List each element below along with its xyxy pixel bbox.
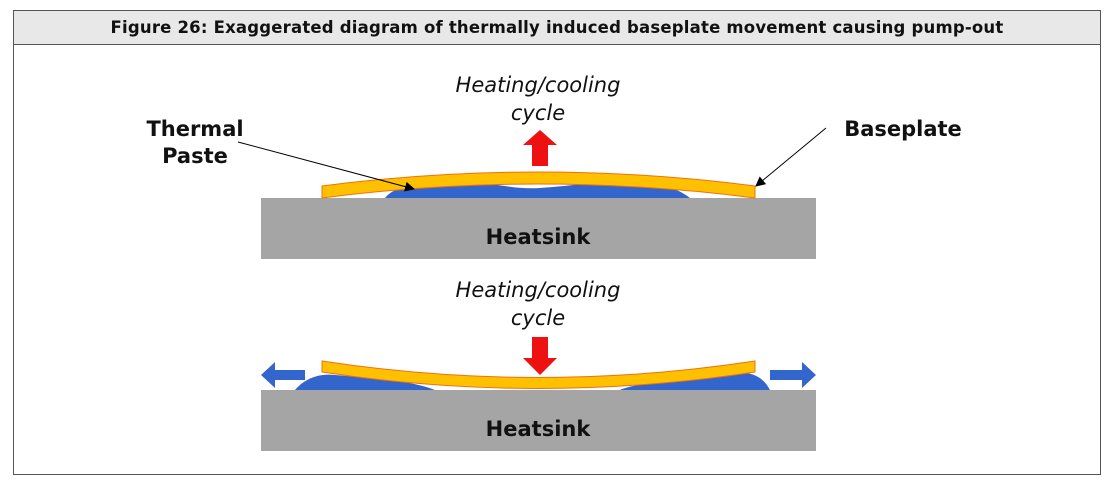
top-baseplate	[321, 171, 756, 199]
thermal-paste-pointer-arrow	[237, 141, 415, 192]
figure-title: Figure 26: Exaggerated diagram of therma…	[14, 11, 1100, 45]
bottom-heatsink	[261, 390, 816, 451]
top-cycle-label-line2: cycle	[511, 101, 565, 125]
bottom-thermal-paste-left	[295, 374, 435, 390]
blue-right-arrow-icon	[770, 362, 816, 388]
bottom-thermal-paste-right	[620, 372, 770, 390]
top-heatsink	[261, 198, 816, 259]
bottom-heatsink-label: Heatsink	[486, 417, 592, 441]
blue-left-arrow-icon	[261, 362, 305, 388]
figure-frame: Figure 26: Exaggerated diagram of therma…	[13, 10, 1101, 475]
bottom-cycle-label-line2: cycle	[511, 306, 565, 330]
baseplate-pointer-arrow	[755, 127, 827, 187]
red-down-arrow-icon	[523, 337, 557, 375]
red-up-arrow-icon	[523, 130, 557, 166]
top-cycle-label-line1: Heating/cooling	[456, 73, 621, 97]
bottom-cycle-label-line1: Heating/cooling	[456, 278, 621, 302]
baseplate-label: Baseplate	[844, 117, 962, 141]
bottom-baseplate	[321, 360, 756, 389]
thermal-paste-label-line1: Thermal	[146, 117, 243, 141]
thermal-paste-label-line2: Paste	[162, 144, 228, 168]
top-heatsink-label: Heatsink	[486, 225, 592, 249]
